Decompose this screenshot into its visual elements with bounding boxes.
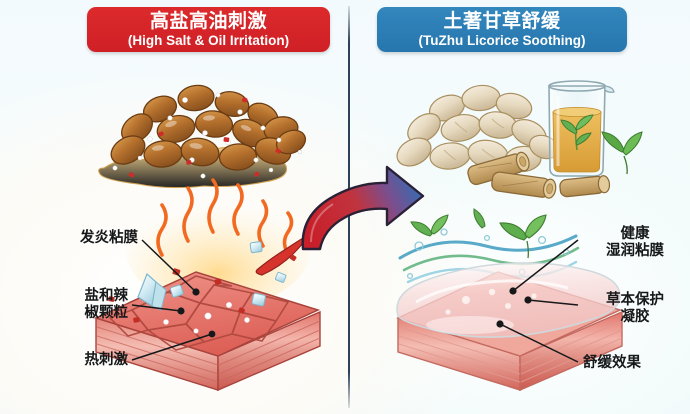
label-healthy-moist-mucosa: 健康 湿润粘膜 bbox=[606, 226, 664, 259]
label-inflamed-mucosa: 发炎粘膜 bbox=[80, 230, 138, 246]
label-soothing-effect: 舒缓效果 bbox=[583, 355, 641, 371]
header-left-title-en: (High Salt & Oil Irritation) bbox=[127, 32, 290, 48]
licorice-and-pale-nuts-illustration bbox=[396, 80, 643, 199]
inflamed-mucosa-illustration bbox=[93, 178, 321, 392]
gel-bubbles bbox=[445, 288, 537, 315]
licorice-root-slices bbox=[467, 151, 611, 199]
header-right-title-en: (TuZhu Licorice Soothing) bbox=[418, 32, 586, 48]
air-bubbles bbox=[406, 228, 570, 280]
header-right-title-cn: 土著甘草舒缓 bbox=[443, 10, 561, 32]
herbal-leaves bbox=[410, 208, 547, 259]
chili-pepper bbox=[255, 226, 318, 276]
salt-crystals bbox=[137, 241, 287, 311]
chili-flakes bbox=[128, 97, 281, 178]
oil-puddle bbox=[98, 146, 288, 189]
header-badge-right: 土著甘草舒缓 (TuZhu Licorice Soothing) bbox=[377, 7, 627, 52]
label-herbal-protective-gel: 草本保护 凝胶 bbox=[606, 292, 664, 325]
tissue-cracks bbox=[108, 275, 290, 351]
salt-grains bbox=[112, 92, 303, 179]
label-heat-irritation: 热刺激 bbox=[84, 352, 129, 368]
soothing-waves bbox=[398, 234, 580, 284]
header-badge-left: 高盐高油刺激 (High Salt & Oil Irritation) bbox=[87, 7, 330, 52]
panel-divider bbox=[348, 6, 350, 408]
header-left-title-cn: 高盐高油刺激 bbox=[149, 10, 267, 32]
heat-waves bbox=[156, 178, 294, 257]
heat-glow bbox=[126, 192, 310, 308]
leader-lines bbox=[131, 239, 579, 363]
licorice-leaves bbox=[601, 131, 643, 175]
label-salt-chili-particles: 盐和辣 椒颗粒 bbox=[84, 288, 129, 321]
salty-oily-fried-nuts-illustration bbox=[98, 84, 307, 189]
leader-dots bbox=[177, 287, 532, 338]
licorice-tea-beaker bbox=[548, 80, 615, 177]
transition-arrow bbox=[301, 165, 425, 251]
